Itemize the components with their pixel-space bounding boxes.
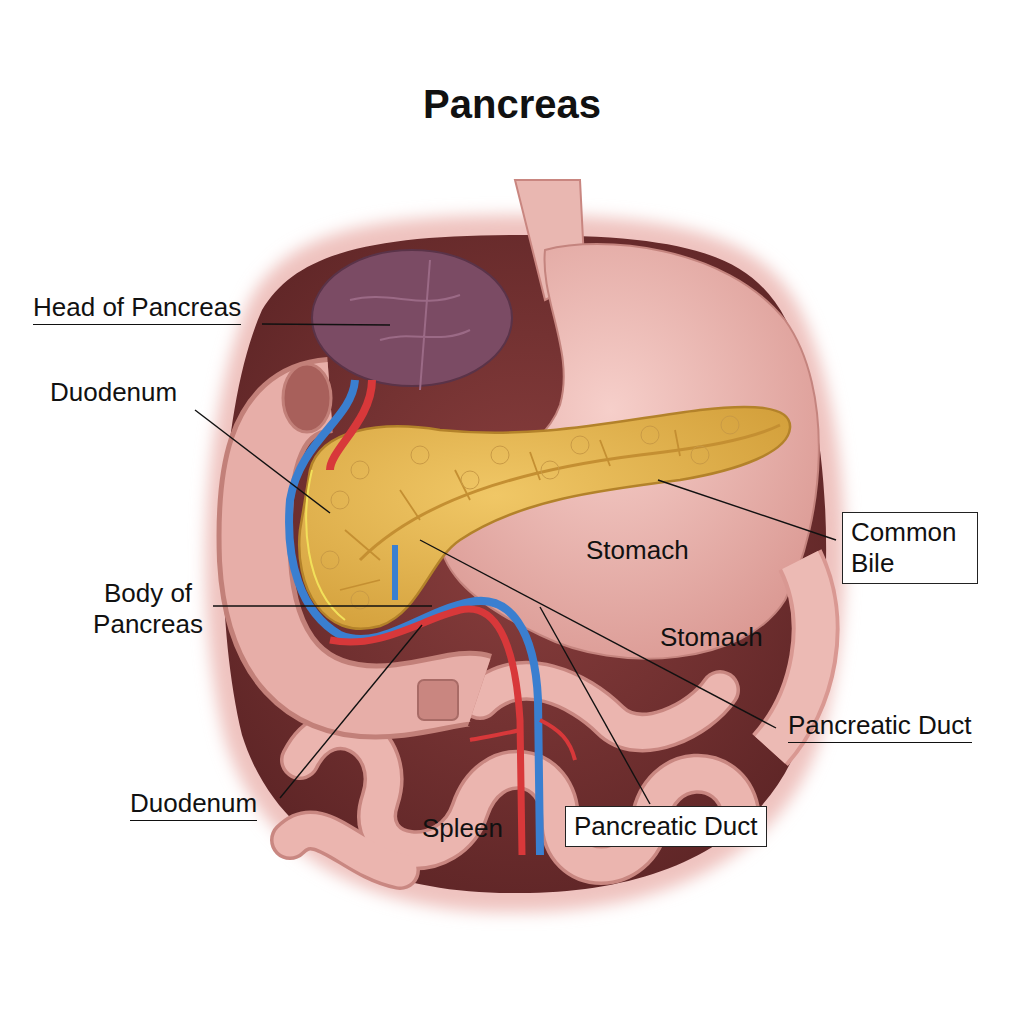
part-label: Head of Pancreas — [33, 292, 241, 325]
part-label: Pancreatic Duct — [788, 710, 972, 743]
diagram-title: Pancreas — [0, 80, 1024, 128]
part-label: Duodenum — [130, 788, 257, 821]
label-box: Pancreatic Duct — [565, 806, 767, 847]
part-label: Body of Pancreas — [73, 578, 223, 640]
part-label: Duodenum — [50, 377, 177, 408]
label-box: Common Bile — [842, 512, 978, 584]
part-label: Stomach — [660, 622, 763, 653]
part-label: Stomach — [586, 535, 689, 566]
leader-lines — [195, 324, 836, 804]
box-text: Pancreatic Duct — [574, 811, 758, 842]
part-label: Spleen — [422, 813, 503, 844]
box-text: Common Bile — [851, 517, 969, 579]
